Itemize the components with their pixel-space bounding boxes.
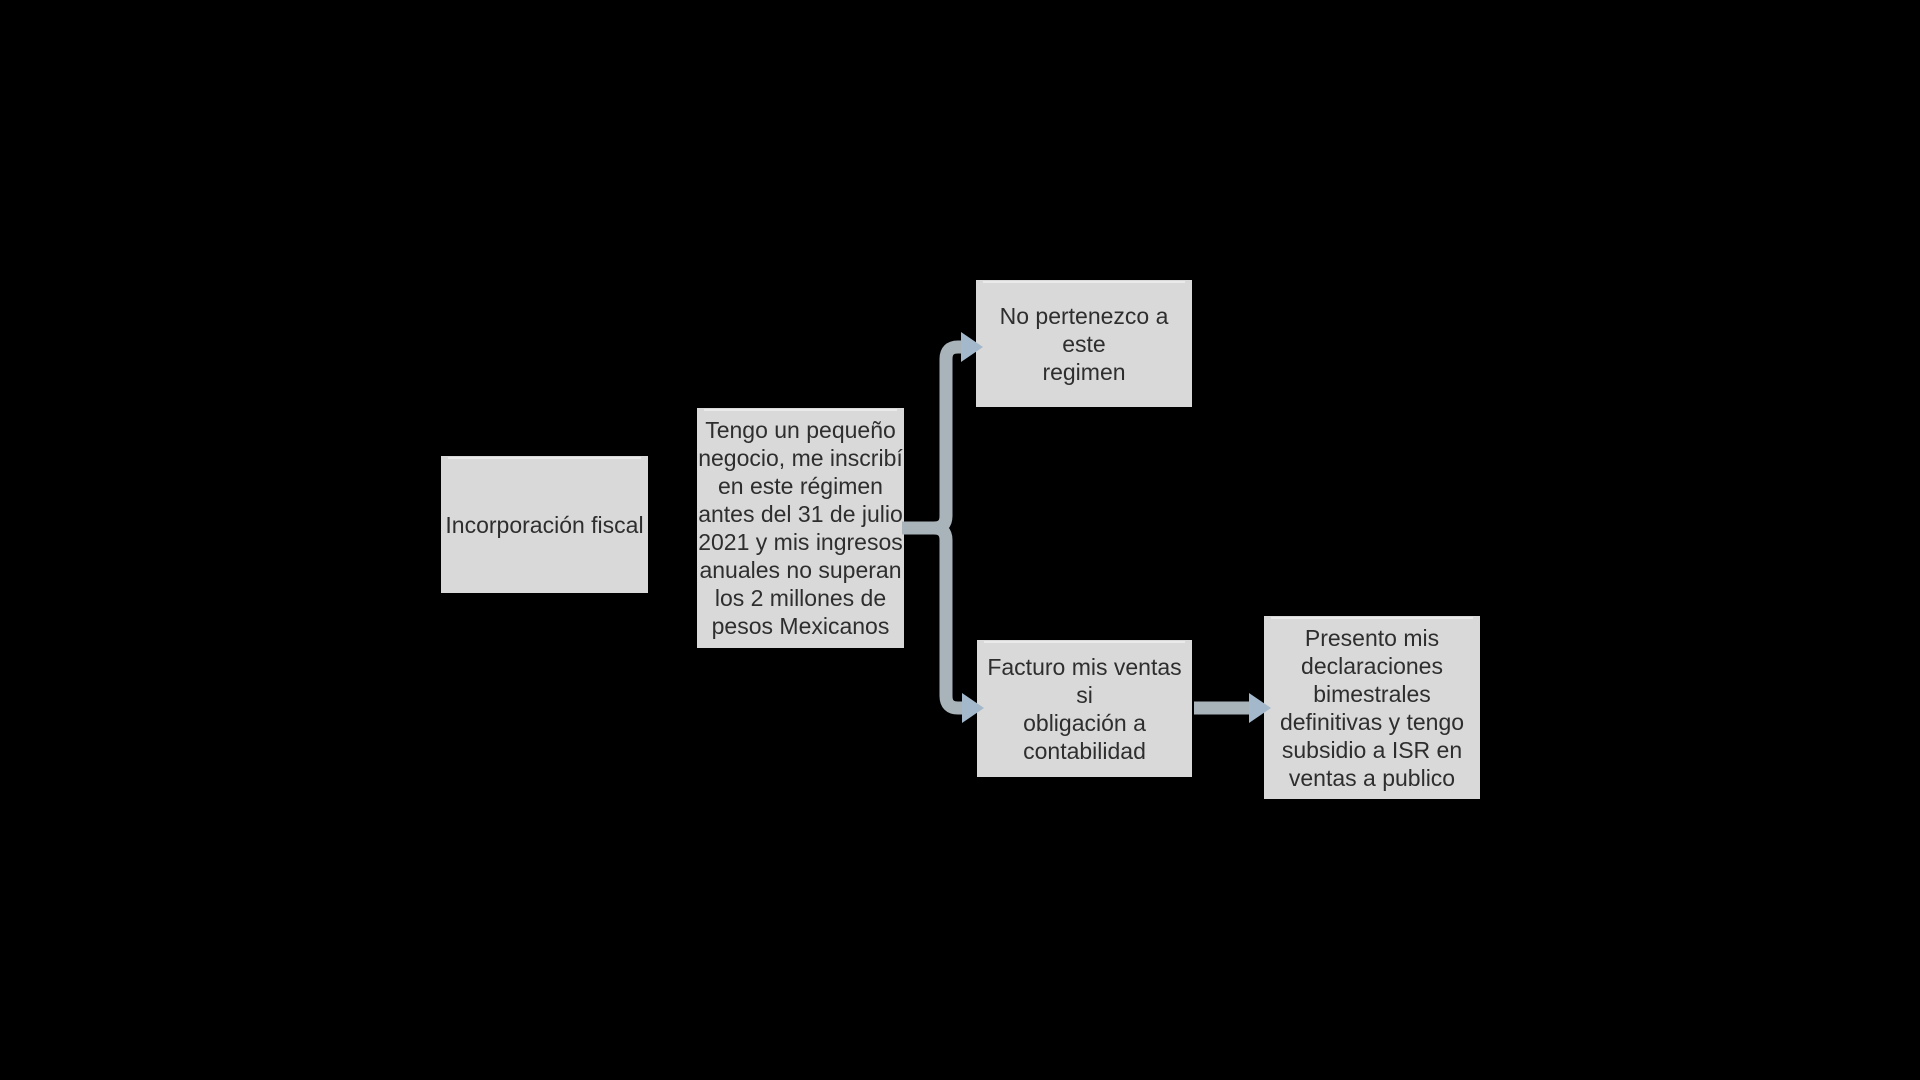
node-label: Presento mis declaraciones bimestrales d… [1279,624,1465,791]
node-label: Incorporación fiscal [445,511,644,538]
node-pequeno-negocio-condicion[interactable]: Tengo un pequeño negocio, me inscribí en… [697,408,904,648]
node-declaraciones-bimestrales[interactable]: Presento mis declaraciones bimestrales d… [1264,616,1480,799]
connector-facturo-to-declaraciones[interactable] [1194,693,1271,723]
connector-line[interactable] [902,521,965,715]
connector-line[interactable] [902,340,964,535]
connector-condition-to-no-regimen[interactable] [902,332,983,535]
node-incorporacion-fiscal[interactable]: Incorporación fiscal [441,456,648,593]
node-label: Tengo un pequeño negocio, me inscribí en… [698,417,903,639]
connector-condition-to-facturo[interactable] [902,521,984,723]
node-label: No pertenezco a este regimen [999,302,1169,385]
node-facturo-ventas[interactable]: Facturo mis ventas si obligación a conta… [977,640,1192,777]
node-no-pertenezco-regimen[interactable]: No pertenezco a este regimen [976,280,1192,407]
node-label: Facturo mis ventas si obligación a conta… [987,653,1182,764]
